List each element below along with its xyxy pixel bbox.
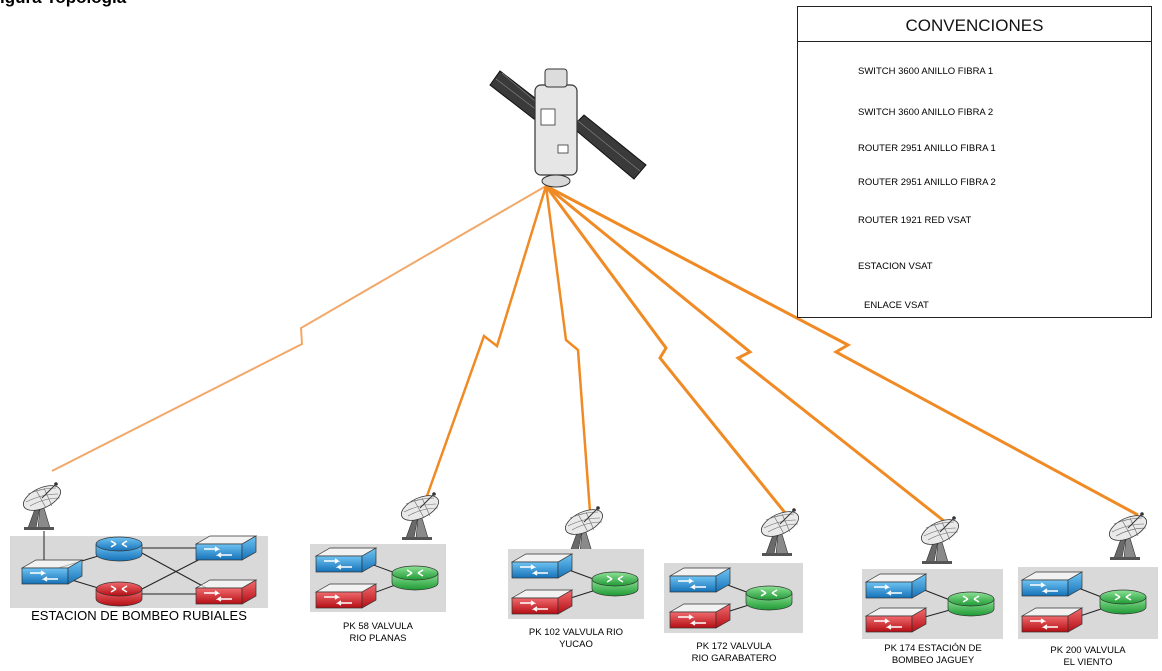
legend-label-switch-fiber2: SWITCH 3600 ANILLO FIBRA 2: [858, 107, 994, 118]
switch-fiber1-icon: [865, 573, 927, 599]
switch-fiber1-icon: [315, 547, 377, 573]
satellite-dish-icon: [1105, 509, 1151, 561]
site-label-line2: EL VIENTO: [1063, 657, 1113, 668]
site-label-line2: RIO PLANAS: [349, 633, 407, 644]
switch-fiber1-icon: [21, 559, 83, 585]
site-pk102: [508, 503, 644, 619]
legend-label-router-vsat: ROUTER 1921 RED VSAT: [858, 215, 972, 226]
vsat-link-rubiales: [51, 185, 547, 472]
site-label-line1: PK 102 VALVULA RIO: [528, 627, 624, 638]
site-label-line1: PK 58 VALVULA: [343, 621, 413, 632]
site-label-line2: YUCAO: [559, 639, 593, 650]
site-pk200: [1018, 509, 1158, 639]
router-vsat-icon: [391, 565, 439, 591]
switch-fiber2-icon: [1021, 607, 1083, 633]
switch-fiber2-icon: [315, 583, 377, 609]
satellite-icon: [489, 68, 647, 188]
router-vsat-icon: [1099, 589, 1147, 615]
site-label-line1: PK 174 ESTACIÓN DE: [884, 643, 982, 654]
switch-fiber1-icon: [195, 535, 257, 561]
site-label-line2: RIO GARABATERO: [691, 653, 777, 664]
satellite-dish-icon: [757, 505, 803, 557]
satellite-dish-icon: [561, 503, 607, 555]
vsat-links: [51, 184, 1139, 523]
switch-fiber2-icon: [865, 607, 927, 633]
router-fiber2-icon: [95, 581, 143, 607]
site-label-line2: BOMBEO JAGUEY: [891, 655, 975, 666]
vsat-link-pk102: [544, 185, 592, 513]
vsat-link-pk58: [425, 185, 548, 497]
vsat-link-pk174: [545, 184, 945, 523]
site-rubiales: [10, 479, 268, 608]
switch-fiber1-icon: [511, 553, 573, 579]
vsat-link-pk172: [544, 185, 788, 515]
legend-label-router-fiber1: ROUTER 2951 ANILLO FIBRA 1: [858, 143, 996, 154]
site-pk58: [310, 489, 446, 612]
legend-label-vsat-station: ESTACION VSAT: [858, 261, 933, 272]
router-vsat-icon: [947, 591, 995, 617]
switch-fiber2-icon: [195, 579, 257, 605]
legend-panel: CONVENCIONES: [797, 6, 1152, 318]
switch-fiber2-icon: [511, 589, 573, 615]
site-label-line1: PK 172 VALVULA: [696, 641, 772, 652]
satellite-dish-icon: [397, 489, 443, 541]
legend-label-vsat-link: ENLACE VSAT: [864, 300, 929, 311]
site-pk174: [862, 513, 1003, 639]
router-fiber1-icon: [95, 536, 143, 562]
satellite-dish-icon: [917, 513, 963, 565]
vsat-link-pk200: [545, 184, 1139, 517]
router-vsat-icon: [745, 585, 793, 611]
legend-label-switch-fiber1: SWITCH 3600 ANILLO FIBRA 1: [858, 66, 994, 77]
site-pk172: [664, 505, 803, 633]
legend-label-router-fiber2: ROUTER 2951 ANILLO FIBRA 2: [858, 177, 996, 188]
switch-fiber1-icon: [1021, 571, 1083, 597]
site-label-rubiales: ESTACION DE BOMBEO RUBIALES: [31, 608, 247, 623]
legend-title: CONVENCIONES: [798, 7, 1151, 42]
switch-fiber2-icon: [669, 603, 731, 629]
router-vsat-icon: [591, 571, 639, 597]
page-title-fragment: igura Topología: [0, 0, 126, 8]
site-label-line1: PK 200 VALVULA: [1050, 645, 1126, 656]
satellite-dish-icon: [19, 479, 65, 531]
switch-fiber1-icon: [669, 567, 731, 593]
